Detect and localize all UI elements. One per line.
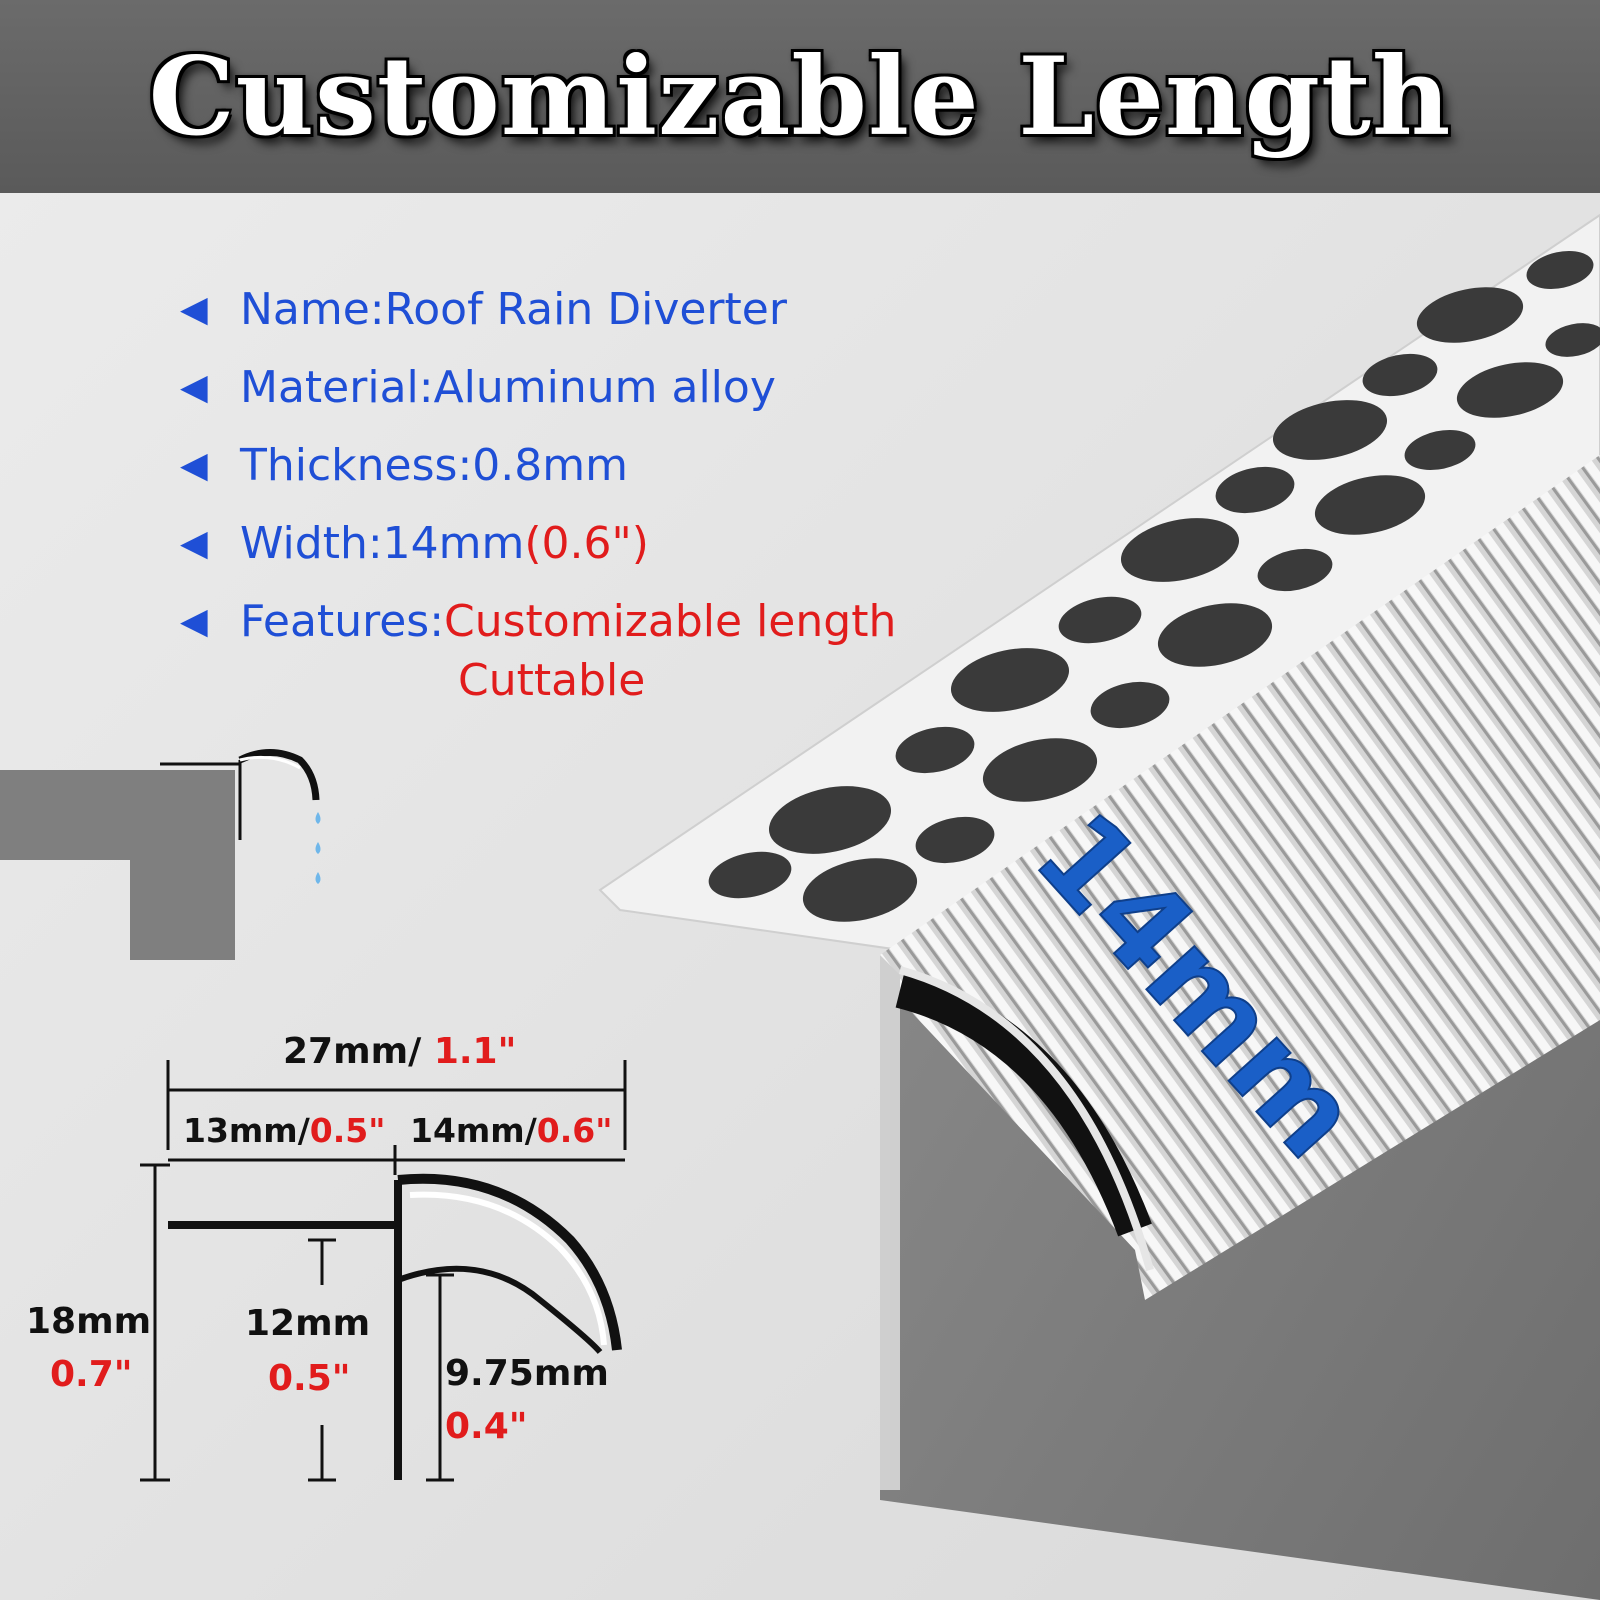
left-triangle-icon: ◀ (180, 366, 208, 408)
cross-section-diagram (140, 1060, 627, 1482)
water-drop-icon (315, 812, 321, 884)
spec-value: Roof Rain Diverter (384, 283, 787, 335)
spec-label: Material: (240, 361, 434, 413)
spec-label: Name: (240, 283, 385, 335)
spec-extra: Customizable length (444, 595, 897, 647)
left-triangle-icon: ◀ (180, 288, 208, 330)
svg-text:27mm/ 1.1": 27mm/ 1.1" (283, 1031, 516, 1072)
drip-height-mm: 9.75mm (445, 1353, 609, 1394)
total-width-mm: 27mm/ (283, 1031, 434, 1072)
spec-row-thickness: ◀ Thickness: 0.8mm (180, 426, 896, 504)
spec-value: 0.8mm (472, 439, 628, 491)
spec-label: Width: (240, 517, 383, 569)
total-width-in: 1.1" (434, 1031, 517, 1072)
spec-row-features: ◀ Features: Customizable length (180, 582, 896, 660)
total-height-mm: 18mm (26, 1301, 151, 1342)
dimension-labels: 27mm/ 1.1" 13mm/0.5" 14mm/0.6" 18mm 0.7"… (26, 1031, 612, 1447)
title-banner: Customizable Length (0, 0, 1600, 193)
spec-row-material: ◀ Material: Aluminum alloy (180, 348, 896, 426)
spec-row-name: ◀ Name: Roof Rain Diverter (180, 270, 896, 348)
roof-icon (0, 749, 320, 960)
spec-value: Aluminum alloy (433, 361, 776, 413)
spec-list: ◀ Name: Roof Rain Diverter ◀ Material: A… (180, 270, 896, 660)
left-triangle-icon: ◀ (180, 522, 208, 564)
left-width-in: 0.5" (310, 1111, 386, 1150)
spec-label: Thickness: (240, 439, 473, 491)
left-triangle-icon: ◀ (180, 600, 208, 642)
flange-height-mm: 12mm (245, 1303, 370, 1344)
spec-extra: (0.6") (524, 517, 649, 569)
banner-title: Customizable Length (148, 33, 1452, 160)
spec-label: Features: (240, 595, 445, 647)
svg-text:13mm/0.5": 13mm/0.5" (183, 1111, 385, 1150)
right-width-mm: 14mm/ (410, 1111, 538, 1150)
spec-value: 14mm (382, 517, 525, 569)
drip-height-in: 0.4" (445, 1406, 528, 1447)
left-triangle-icon: ◀ (180, 444, 208, 486)
perforation-holes (708, 251, 1600, 922)
right-width-in: 0.6" (537, 1111, 613, 1150)
features-continued: Cuttable (458, 655, 646, 706)
svg-text:14mm/0.6": 14mm/0.6" (410, 1111, 612, 1150)
product-image: 14mm (598, 213, 1600, 1600)
left-width-mm: 13mm/ (183, 1111, 311, 1150)
total-height-in: 0.7" (50, 1354, 133, 1395)
flange-height-in: 0.5" (268, 1358, 351, 1399)
spec-row-width: ◀ Width: 14mm (0.6") (180, 504, 896, 582)
